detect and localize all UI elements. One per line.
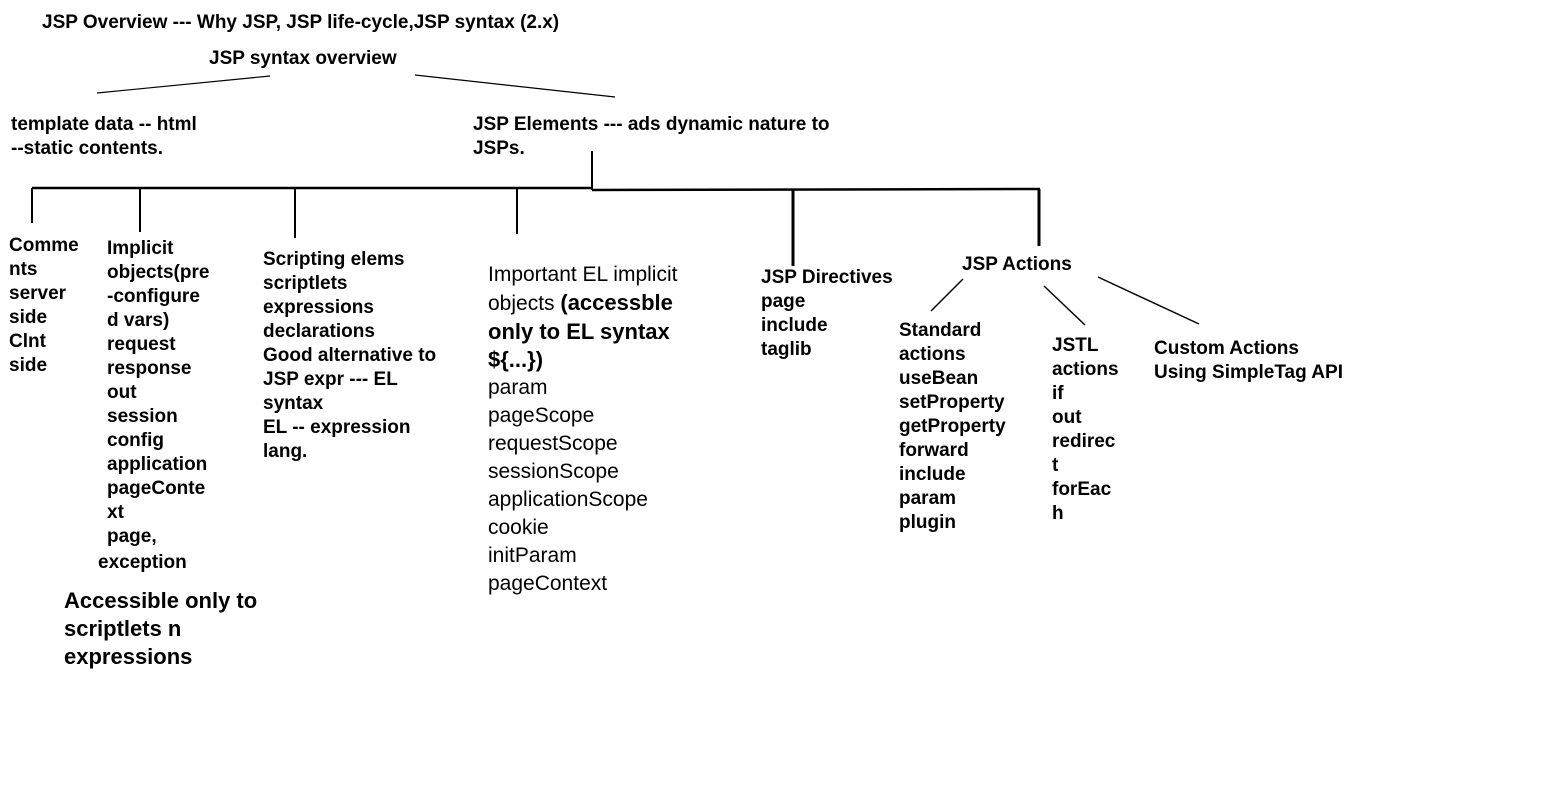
jsp-directives-node: JSP Directives page include taglib	[761, 266, 893, 362]
scripting-line: lang.	[263, 441, 308, 462]
implicit-objects-line: objects(pre	[107, 262, 210, 283]
implicit-objects-line: -configure	[107, 286, 200, 307]
scripting-line: scriptlets	[263, 273, 348, 294]
jsp-elements-line: JSPs.	[473, 138, 525, 159]
template-data-node: template data -- html --static contents.	[11, 113, 197, 161]
jstl-actions-line: t	[1052, 455, 1059, 476]
scripting-line: syntax	[263, 393, 324, 414]
jstl-actions-line: JSTL	[1052, 335, 1099, 356]
implicit-objects-line: application	[107, 454, 208, 475]
implicit-objects-line: page,	[107, 526, 157, 547]
jstl-actions-node: JSTL actions if out redirec t forEac h	[1052, 334, 1119, 526]
jstl-actions-line: h	[1052, 503, 1064, 524]
standard-actions-line: useBean	[899, 368, 979, 389]
directives-line: page	[761, 291, 806, 312]
comments-line: Clnt	[9, 331, 46, 352]
jstl-actions-line: if	[1052, 383, 1064, 404]
custom-actions-line: Using SimpleTag API	[1154, 362, 1343, 383]
comments-line: Comme	[9, 235, 79, 256]
el-object-item: param	[488, 376, 548, 399]
directives-line: JSP Directives	[761, 267, 893, 288]
implicit-objects-node: Implicit objects(pre -configure d vars) …	[107, 237, 209, 549]
standard-actions-line: Standard	[899, 320, 982, 341]
jsp-elements-line: JSP Elements --- ads dynamic nature to	[473, 114, 830, 135]
el-object-item: applicationScope	[488, 488, 648, 511]
scripting-line: EL -- expression	[263, 417, 411, 438]
standard-actions-line: param	[899, 488, 957, 509]
jstl-actions-line: redirec	[1052, 431, 1116, 452]
el-bold-line: ${...})	[488, 347, 544, 372]
implicit-objects-line: d vars)	[107, 310, 170, 331]
standard-actions-line: include	[899, 464, 966, 485]
root-left-branch	[96, 75, 271, 94]
implicit-note-line: scriptlets n	[64, 616, 182, 641]
el-implicit-objects-node: Important EL implicit objects (accessble…	[488, 261, 677, 598]
actions-to-custom	[1097, 276, 1200, 325]
directives-line: include	[761, 315, 828, 336]
scripting-line: declarations	[263, 321, 375, 342]
custom-actions-line: Custom Actions	[1154, 338, 1299, 359]
jstl-actions-line: out	[1052, 407, 1082, 428]
standard-actions-line: plugin	[899, 512, 956, 533]
standard-actions-line: actions	[899, 344, 966, 365]
el-intro-line: Important EL implicit	[488, 263, 678, 286]
jstl-actions-line: forEac	[1052, 479, 1112, 500]
implicit-note-line: Accessible only to	[64, 588, 258, 613]
el-object-item: cookie	[488, 516, 549, 539]
implicit-objects-note: Accessible only to scriptlets n expressi…	[64, 587, 257, 671]
implicit-objects-line: config	[107, 430, 164, 451]
actions-to-jstl	[1043, 285, 1086, 326]
implicit-objects-line: response	[107, 358, 192, 379]
standard-actions-line: forward	[899, 440, 969, 461]
el-intro-line: objects (accessble	[488, 289, 677, 318]
directives-line: taglib	[761, 339, 812, 360]
root-right-branch	[414, 74, 616, 98]
implicit-objects-line: session	[107, 406, 178, 427]
el-intro-plain: objects	[488, 292, 561, 315]
comments-node: Comme nts server side Clnt side	[9, 234, 79, 378]
standard-actions-line: setProperty	[899, 392, 1005, 413]
jsp-actions-node: JSP Actions	[962, 254, 1072, 275]
el-object-item: initParam	[488, 544, 577, 567]
el-object-item: sessionScope	[488, 460, 619, 483]
comments-line: server	[9, 283, 67, 304]
actions-to-standard	[930, 278, 964, 312]
page-title: JSP Overview --- Why JSP, JSP life-cycle…	[42, 12, 560, 33]
comments-line: side	[9, 355, 48, 376]
standard-actions-line: getProperty	[899, 416, 1006, 437]
standard-actions-node: Standard actions useBean setProperty get…	[899, 319, 1006, 535]
el-bold-line: only to EL syntax	[488, 319, 670, 344]
implicit-exception-line: exception	[98, 552, 187, 573]
scripting-line: expressions	[263, 297, 374, 318]
scripting-line: Good alternative to	[263, 345, 437, 366]
template-data-line: template data -- html	[11, 114, 197, 135]
el-object-item: requestScope	[488, 432, 618, 455]
scripting-line: JSP expr --- EL	[263, 369, 398, 390]
scripting-line: Scripting elems	[263, 249, 405, 270]
root-node: JSP syntax overview	[209, 48, 397, 69]
el-object-item: pageContext	[488, 572, 608, 595]
el-object-item: pageScope	[488, 404, 595, 427]
implicit-objects-line: pageConte	[107, 478, 206, 499]
comments-line: nts	[9, 259, 38, 280]
custom-actions-node: Custom Actions Using SimpleTag API	[1154, 337, 1343, 385]
elements-bus-right	[591, 187, 1041, 192]
implicit-objects-line: out	[107, 382, 137, 403]
jstl-actions-line: actions	[1052, 359, 1119, 380]
implicit-objects-line: request	[107, 334, 176, 355]
jsp-elements-node: JSP Elements --- ads dynamic nature to J…	[473, 113, 830, 161]
scripting-elements-node: Scripting elems scriptlets expressions d…	[263, 248, 436, 464]
template-data-line: --static contents.	[11, 138, 164, 159]
implicit-objects-line: xt	[107, 502, 124, 523]
implicit-note-line: expressions	[64, 644, 193, 669]
implicit-objects-line: Implicit	[107, 238, 174, 259]
comments-line: side	[9, 307, 48, 328]
el-intro-bold: (accessble	[560, 290, 673, 315]
